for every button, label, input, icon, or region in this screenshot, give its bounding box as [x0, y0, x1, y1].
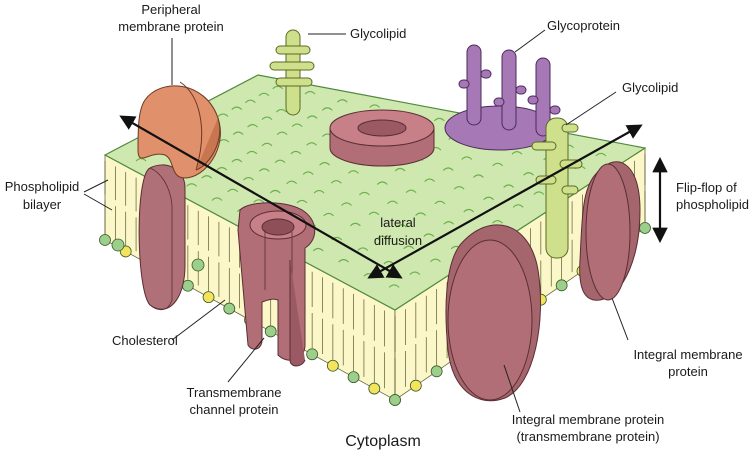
lipid-head: [639, 222, 651, 234]
label-transmembrane-1: Transmembrane: [187, 385, 282, 400]
label-flipflop-2: phospholipid: [676, 197, 749, 212]
label-transmembrane-2: channel protein: [190, 402, 279, 417]
label-lateral-1: lateral: [380, 215, 416, 230]
lipid-head: [555, 279, 568, 292]
label-peripheral-2: membrane protein: [118, 19, 224, 34]
leader-lines: [83, 29, 629, 413]
label-integral-tm-1: Integral membrane protein: [512, 412, 664, 427]
lipid-head: [306, 348, 319, 361]
glycolipid-top-structure: [269, 29, 315, 116]
lipid-head: [264, 325, 277, 338]
lipid-head: [430, 365, 443, 378]
lateral-diffusion-arrow-2: [367, 124, 643, 279]
integral-transmembrane-protein: [445, 224, 542, 402]
label-cytoplasm: Cytoplasm: [345, 433, 421, 450]
lipid-head: [347, 371, 360, 384]
lipid-head: [99, 234, 111, 246]
label-phospholipid-1: Phospholipid: [5, 179, 79, 194]
label-lateral-2: diffusion: [374, 233, 422, 248]
label-integral-tm-2: (transmembrane protein): [516, 429, 659, 444]
label-flipflop-1: Flip-flop of: [676, 180, 737, 195]
lipid-head: [111, 238, 125, 252]
lipid-head: [202, 291, 215, 304]
lipid-head: [409, 379, 422, 392]
lateral-diffusion-arrow-1: [119, 115, 403, 279]
transmembrane-channel-protein: [237, 202, 316, 367]
label-phospholipid-2: bilayer: [23, 197, 62, 212]
lipid-head: [191, 258, 205, 272]
labels: Peripheral membrane protein Glycolipid G…: [5, 2, 749, 450]
label-integral-2: protein: [668, 364, 708, 379]
surface-ring-protein: [329, 109, 435, 167]
label-glycolipid-top: Glycolipid: [350, 26, 406, 41]
label-glycoprotein: Glycoprotein: [547, 18, 620, 33]
label-glycolipid-right: Glycolipid: [622, 80, 678, 95]
lipid-head: [389, 394, 401, 406]
lipid-head: [223, 302, 236, 315]
glycoprotein-structure: [444, 44, 561, 151]
lipid-head: [326, 359, 339, 372]
label-cholesterol: Cholesterol: [112, 333, 178, 348]
label-integral-1: Integral membrane: [633, 347, 742, 362]
left-integral-protein: [138, 164, 186, 311]
lipid-head: [368, 382, 381, 395]
label-peripheral-1: Peripheral: [141, 2, 200, 17]
